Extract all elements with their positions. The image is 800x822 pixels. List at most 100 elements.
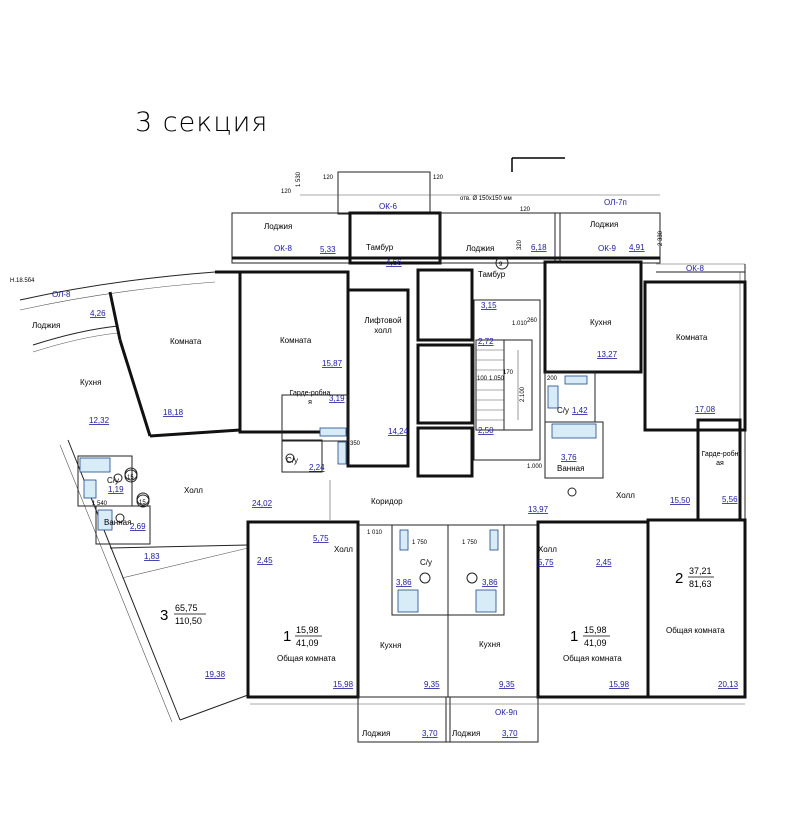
dim-170: 170 (503, 370, 514, 376)
hall-left-label: Холл (184, 486, 203, 495)
corridor-label: Коридор (371, 497, 403, 506)
dim-120-d: 120 (520, 207, 531, 213)
axis-label: 15 (127, 475, 134, 481)
area-hall-right: 15,50 (670, 496, 691, 505)
mark-ok6: ОК-6 (379, 202, 398, 211)
area-wardrobe-right: 5,56 (722, 495, 738, 504)
wc-left-label: С/у (286, 456, 298, 465)
hall-right-label: Холл (616, 491, 635, 500)
apt-living-area: 37,21 (689, 566, 712, 576)
area-bath-right: 3,76 (561, 453, 577, 462)
bath-left-label: Ванная (104, 518, 131, 527)
dim-1010-b: 1 010 (367, 530, 383, 536)
area-kitchen-bottom-left: 9,35 (424, 680, 440, 689)
area-hall-bottom-left: 5,75 (313, 534, 329, 543)
mark-ok9-top: ОК-9 (598, 244, 617, 253)
area-room-left: 18,18 (163, 408, 184, 417)
area-common-right: 15,98 (609, 680, 630, 689)
lower-walls (246, 480, 747, 743)
apt-living-area: 15,98 (296, 625, 319, 635)
wardrobe-right-label: Гарде-робная (701, 451, 739, 467)
area-kitchen-left: 12,32 (89, 416, 110, 425)
area-common-far-right: 20,13 (718, 680, 739, 689)
area-closet-bottom-left: 1,83 (144, 552, 160, 561)
loggia-bottom-left-label: Лоджия (362, 729, 390, 738)
room-right-label: Комната (676, 333, 708, 342)
apartment-summary-1room-left: 1 15,98 41,09 (283, 625, 322, 648)
area-kitchen-right: 13,27 (597, 350, 618, 359)
room-left-label: Комната (170, 337, 202, 346)
dim-1010: 1.010 (512, 321, 528, 327)
common-far-right-label: Общая комната (666, 626, 725, 635)
dim-1050: 1.050 (489, 376, 505, 382)
area-loggia-bottom-left: 3,70 (422, 729, 438, 738)
wardrobe-left-box: Гарде-робная (289, 390, 331, 406)
axis-marker-9: 9 (495, 256, 509, 270)
loggia-top-mid-label: Лоджия (466, 244, 494, 253)
area-hall-left: 24,02 (252, 499, 273, 508)
common-left-label: Общая комната (277, 654, 336, 663)
lift-hall-box: Лифтовой холл (364, 316, 402, 335)
dim-120-a: 120 (323, 175, 334, 181)
left-bath-cluster (77, 455, 151, 545)
area-loggia-left: 4,26 (90, 309, 106, 318)
kitchen-right-label: Кухня (590, 318, 611, 327)
area-wardrobe-left: 3,19 (329, 394, 345, 403)
tambour-mid-label: Тамбур (478, 270, 506, 279)
area-hall-bottom-right-2: 2,45 (596, 558, 612, 567)
mark-ol8: ОЛ-8 (52, 290, 71, 299)
area-tambour-top: 4,66 (386, 258, 402, 267)
loggia-left-label: Лоджия (32, 321, 60, 330)
apartment-summary-1room-right: 1 15,98 41,09 (570, 625, 610, 648)
north-arrow-icon (511, 157, 565, 172)
axis-label: 15 (139, 500, 146, 506)
apt-total-area: 41,09 (296, 638, 319, 648)
area-lift-hall: 14,24 (388, 427, 409, 436)
area-room-bottom-left: 19,38 (205, 670, 226, 679)
common-right-label: Общая комната (563, 654, 622, 663)
area-loggia-top-mid: 6,18 (531, 243, 547, 252)
mark-ol7: ОЛ-7п (604, 198, 627, 207)
area-common-left: 15,98 (333, 680, 354, 689)
area-shaft-b: 2,50 (478, 426, 494, 435)
area-wc-bottom-right: 3,86 (482, 578, 498, 587)
area-loggia-top-right: 4,91 (629, 243, 645, 252)
left-curved-walls (19, 270, 249, 723)
central-walls (238, 260, 747, 522)
lift-hall-label: Лифтовой холл (364, 316, 402, 335)
loggia-top-left-label: Лоджия (264, 222, 292, 231)
bath-right-label: Ванная (557, 464, 584, 473)
staircase (475, 339, 533, 431)
dim-120-b: 120 (433, 175, 444, 181)
area-wc-bottom-left: 1,19 (108, 485, 124, 494)
dim-1000: 1.000 (527, 464, 543, 470)
apt-rooms: 2 (675, 570, 683, 587)
loggia-bottom-right-label: Лоджия (452, 729, 480, 738)
dim-1750-b: 1 750 (462, 540, 478, 546)
dim-120-c: 120 (281, 189, 292, 195)
area-wc-left: 2,24 (309, 463, 325, 472)
dim-350: 350 (350, 441, 361, 447)
axis-label: 9 (499, 262, 503, 268)
kitchen-bottom-right-label: Кухня (479, 640, 500, 649)
area-room-right: 17,08 (695, 405, 716, 414)
dim-200: 200 (547, 376, 558, 382)
section-title: 3 секция (135, 107, 268, 138)
apt-total-area: 81,63 (689, 579, 712, 589)
dim-1540: 1 540 (92, 501, 108, 507)
mark-ok9-bottom: ОК-9п (495, 708, 517, 717)
wc-mid-right-label: С/у (557, 406, 569, 415)
area-wc-bottom-left-2: 3,86 (396, 578, 412, 587)
dim-1750-a: 1 750 (412, 540, 428, 546)
area-kitchen-bottom-right: 9,35 (499, 680, 515, 689)
mark-vent: отв. Ø 150x150 мм (460, 196, 512, 202)
dim-2100: 2.100 (520, 386, 526, 402)
wardrobe-left-label: Гарде-робная (289, 390, 331, 406)
dim-2330: 2 330 (658, 230, 664, 246)
apt-total-area: 110,50 (175, 616, 202, 626)
dim-100: 100 (477, 376, 488, 382)
apt-living-area: 65,75 (175, 603, 198, 613)
area-loggia-top-left: 5,33 (320, 245, 336, 254)
area-bath-left: 2,69 (130, 522, 146, 531)
